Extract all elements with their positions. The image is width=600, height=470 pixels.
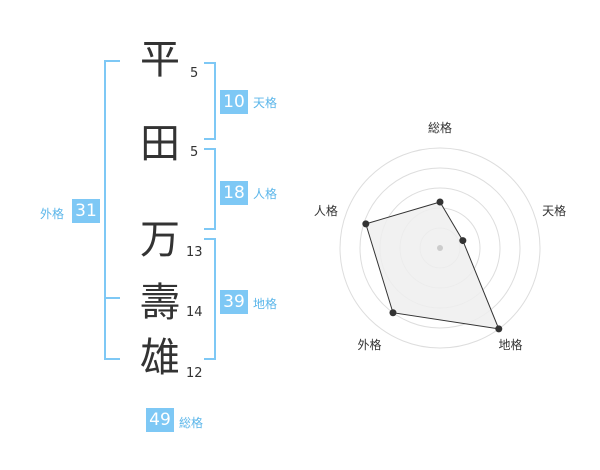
gaikaku-value-badge: 31 bbox=[72, 199, 100, 223]
jinkaku-value-badge: 18 bbox=[220, 181, 248, 205]
radar-point-4 bbox=[389, 309, 397, 317]
tenkaku-label: 天格 bbox=[253, 96, 278, 110]
radar-center-dot bbox=[437, 245, 443, 251]
radar-point-2 bbox=[459, 237, 467, 245]
radar-ring-5 bbox=[339, 147, 541, 349]
tenkaku-bracket bbox=[204, 62, 216, 140]
kanji-char-3: 万 bbox=[140, 217, 180, 263]
kanji-char-4: 壽 bbox=[140, 280, 180, 326]
chikaku-label: 地格 bbox=[253, 297, 278, 311]
radar-point-3 bbox=[495, 325, 503, 333]
tenkaku-value-badge: 10 bbox=[220, 90, 248, 114]
gaikaku-bracket-divider bbox=[104, 297, 120, 299]
chikaku-bracket bbox=[204, 238, 216, 360]
kanji-char-2: 田 bbox=[140, 121, 180, 167]
radar-area bbox=[365, 201, 500, 330]
jinkaku-bracket bbox=[204, 148, 216, 230]
stroke-count-5: 12 bbox=[186, 366, 203, 381]
radar-axis-label-1: 総格 bbox=[428, 120, 452, 135]
radar-point-1 bbox=[436, 198, 444, 206]
stroke-count-4: 14 bbox=[186, 305, 203, 320]
kanji-char-1: 平 bbox=[140, 37, 180, 83]
soukaku-label: 総格 bbox=[179, 416, 204, 430]
soukaku-value-badge: 49 bbox=[146, 408, 174, 432]
stroke-count-2: 5 bbox=[190, 145, 199, 160]
stroke-count-1: 5 bbox=[190, 66, 199, 81]
stroke-count-3: 13 bbox=[186, 245, 203, 260]
radar-axis-label-3: 地格 bbox=[499, 337, 523, 352]
gaikaku-bracket bbox=[104, 60, 120, 360]
chikaku-value-badge: 39 bbox=[220, 290, 248, 314]
radar-point-5 bbox=[362, 220, 370, 228]
jinkaku-label: 人格 bbox=[253, 187, 278, 201]
radar-axis-label-2: 天格 bbox=[542, 203, 566, 218]
gaikaku-label: 外格 bbox=[40, 207, 65, 221]
radar-ring-4 bbox=[359, 167, 521, 329]
radar-axis-label-4: 外格 bbox=[357, 337, 381, 352]
kanji-char-5: 雄 bbox=[140, 335, 180, 381]
radar-axis-label-5: 人格 bbox=[314, 203, 338, 218]
